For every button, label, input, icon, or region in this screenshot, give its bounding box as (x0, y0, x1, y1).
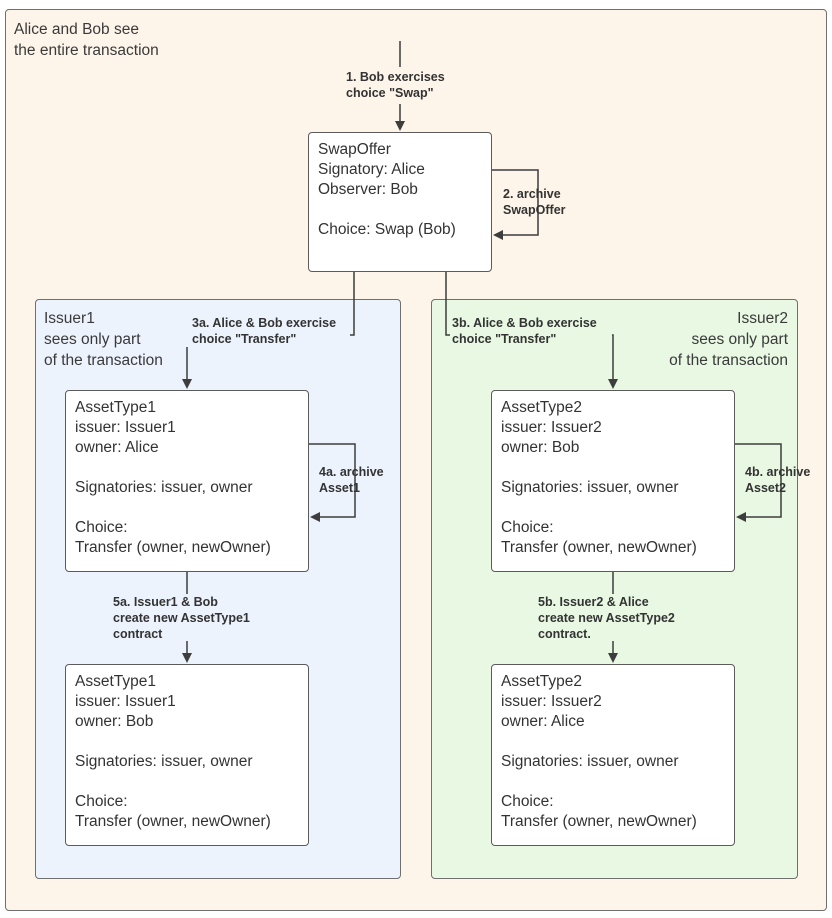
contract-choice: Transfer (owner, newOwner) (501, 539, 697, 556)
contract-choice-label: Choice: (501, 793, 554, 810)
swapoffer-contract-box: SwapOffer Signatory: Alice Observer: Bob… (308, 132, 492, 272)
assettype1-bob-contract-box: AssetType1 issuer: Issuer1 owner: Bob Si… (65, 664, 309, 846)
contract-title: AssetType1 (75, 673, 156, 690)
arrow-archive-asset1 (309, 443, 356, 522)
contract-choice: Transfer (owner, newOwner) (75, 813, 271, 830)
contract-choice-label: Choice: (501, 519, 554, 536)
outer-region-label: Alice and Bob see the entire transaction (14, 21, 159, 59)
contract-title: AssetType2 (501, 399, 582, 416)
contract-owner: owner: Alice (501, 713, 585, 730)
contract-choice: Transfer (owner, newOwner) (75, 539, 271, 556)
assettype2-bob-contract-box: AssetType2 issuer: Issuer2 owner: Bob Si… (491, 390, 735, 572)
contract-issuer: issuer: Issuer1 (75, 419, 176, 436)
contract-choice-label: Choice: (75, 519, 128, 536)
label-bg-3b (450, 313, 612, 347)
contract-observer: Observer: Bob (318, 181, 418, 198)
issuer1-region-label: Issuer1 sees only part of the transactio… (44, 310, 163, 369)
contract-signatories: Signatories: issuer, owner (501, 479, 679, 496)
issuer2-region-label: Issuer2 sees only part of the transactio… (669, 310, 788, 369)
contract-signatories: Signatories: issuer, owner (75, 479, 253, 496)
contract-owner: owner: Alice (75, 439, 159, 456)
contract-owner: owner: Bob (75, 713, 154, 730)
contract-issuer: issuer: Issuer1 (75, 693, 176, 710)
contract-title: SwapOffer (318, 141, 391, 158)
assettype2-alice-contract-box: AssetType2 issuer: Issuer2 owner: Alice … (491, 664, 735, 846)
contract-issuer: issuer: Issuer2 (501, 419, 602, 436)
contract-owner: owner: Bob (501, 439, 580, 456)
assettype1-alice-contract-box: AssetType1 issuer: Issuer1 owner: Alice … (65, 390, 309, 572)
contract-choice: Choice: Swap (Bob) (318, 221, 456, 238)
contract-choice: Transfer (owner, newOwner) (501, 813, 697, 830)
label-bg-3a (180, 313, 350, 347)
contract-issuer: issuer: Issuer2 (501, 693, 602, 710)
contract-signatory: Signatory: Alice (318, 161, 425, 178)
contract-title: AssetType2 (501, 673, 582, 690)
contract-title: AssetType1 (75, 399, 156, 416)
arrow-archive-asset2 (735, 443, 782, 522)
contract-signatories: Signatories: issuer, owner (501, 753, 679, 770)
arrow-archive-swapoffer (492, 169, 539, 240)
contract-signatories: Signatories: issuer, owner (75, 753, 253, 770)
contract-choice-label: Choice: (75, 793, 128, 810)
